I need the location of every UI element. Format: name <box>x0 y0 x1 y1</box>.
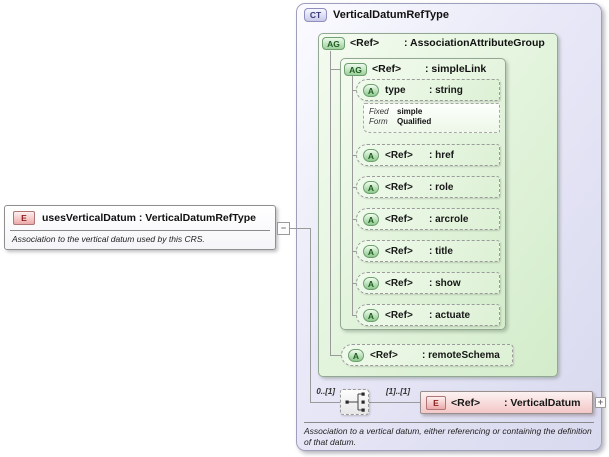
simplelink-badge: AG <box>344 63 367 76</box>
group-branch-line <box>330 69 340 70</box>
attribute-group-badge: AG <box>322 37 345 50</box>
attribute-arcrole[interactable]: A <Ref> : arcrole <box>356 208 500 230</box>
facet-value: Qualified <box>397 117 432 126</box>
attribute-badge: A <box>363 213 379 226</box>
attribute-badge: A <box>363 277 379 290</box>
complex-type-badge: CT <box>304 8 327 22</box>
element-verticaldatum-box[interactable]: E <Ref> : VerticalDatum <box>420 391 593 414</box>
annotation-divider <box>10 230 270 231</box>
attribute-datatype: : actuate <box>429 310 471 321</box>
attribute-ref: <Ref> <box>370 350 398 361</box>
connector-line <box>369 402 420 403</box>
element-ref: <Ref> <box>451 397 481 409</box>
sequence-icon[interactable] <box>340 389 369 415</box>
group-trunk-line <box>352 76 353 315</box>
complex-type-title: VerticalDatumRefType <box>333 9 449 21</box>
attribute-role[interactable]: A <Ref> : role <box>356 176 500 198</box>
attribute-datatype: : title <box>429 246 453 257</box>
attribute-group-ref: <Ref> <box>350 37 380 49</box>
attribute-title[interactable]: A <Ref> : title <box>356 240 500 262</box>
occurrence-label-target: [1]..[1] <box>386 387 410 396</box>
group-branch-line <box>330 355 341 356</box>
attribute-ref: <Ref> <box>385 150 413 161</box>
attribute-show[interactable]: A <Ref> : show <box>356 272 500 294</box>
sequence-glyph <box>345 392 365 412</box>
attribute-remoteschema[interactable]: A <Ref> : remoteSchema <box>341 344 513 366</box>
attribute-datatype: : role <box>429 182 454 193</box>
attribute-badge: A <box>363 149 379 162</box>
element-name: : VerticalDatum <box>504 397 581 409</box>
element-badge: E <box>426 396 446 410</box>
annotation-divider <box>304 422 594 423</box>
attribute-datatype: : arcrole <box>429 214 469 225</box>
source-element-annotation: Association to the vertical datum used b… <box>12 234 205 244</box>
element-badge: E <box>13 211 35 225</box>
complex-type-annotation: Association to a vertical datum, either … <box>304 426 592 447</box>
connector-line <box>290 228 310 229</box>
attribute-datatype: : show <box>429 278 461 289</box>
attribute-actuate[interactable]: A <Ref> : actuate <box>356 304 500 326</box>
simplelink-ref: <Ref> <box>372 63 402 75</box>
attribute-href[interactable]: A <Ref> : href <box>356 144 500 166</box>
collapse-button[interactable]: − <box>277 222 290 235</box>
expand-button[interactable]: + <box>595 397 606 408</box>
attribute-badge: A <box>363 309 379 322</box>
facet-value: simple <box>397 107 423 116</box>
attribute-ref: <Ref> <box>385 246 413 257</box>
source-element-title: usesVerticalDatum : VerticalDatumRefType <box>42 212 256 224</box>
attribute-datatype: : string <box>429 85 463 96</box>
attribute-datatype: : remoteSchema <box>422 350 500 361</box>
source-element-box[interactable]: E usesVerticalDatum : VerticalDatumRefTy… <box>4 205 276 250</box>
connector-line <box>310 402 340 403</box>
attribute-badge: A <box>348 349 364 362</box>
connector-line <box>310 228 311 402</box>
attribute-name: type <box>385 85 406 96</box>
attribute-ref: <Ref> <box>385 182 413 193</box>
attribute-datatype: : href <box>429 150 454 161</box>
attribute-ref: <Ref> <box>385 278 413 289</box>
attribute-badge: A <box>363 245 379 258</box>
simplelink-name: : simpleLink <box>425 63 487 75</box>
attr-branch-line <box>352 219 357 220</box>
attr-branch-line <box>352 155 357 156</box>
group-trunk-line <box>330 51 331 355</box>
facet-label: Form <box>369 117 388 126</box>
occurrence-label-source: 0..[1] <box>316 387 335 396</box>
attr-branch-line <box>352 251 357 252</box>
attr-branch-line <box>352 283 357 284</box>
attribute-badge: A <box>363 84 379 97</box>
attribute-ref: <Ref> <box>385 214 413 225</box>
attr-branch-line <box>352 315 357 316</box>
facets-box: Fixed simple Form Qualified <box>363 103 500 133</box>
attribute-group-name: : AssociationAttributeGroup <box>404 37 545 49</box>
attribute-ref: <Ref> <box>385 310 413 321</box>
attribute-type[interactable]: A type : string <box>356 79 500 101</box>
attr-branch-line <box>352 90 357 91</box>
facet-label: Fixed <box>369 107 389 116</box>
attr-branch-line <box>352 187 357 188</box>
attribute-badge: A <box>363 181 379 194</box>
